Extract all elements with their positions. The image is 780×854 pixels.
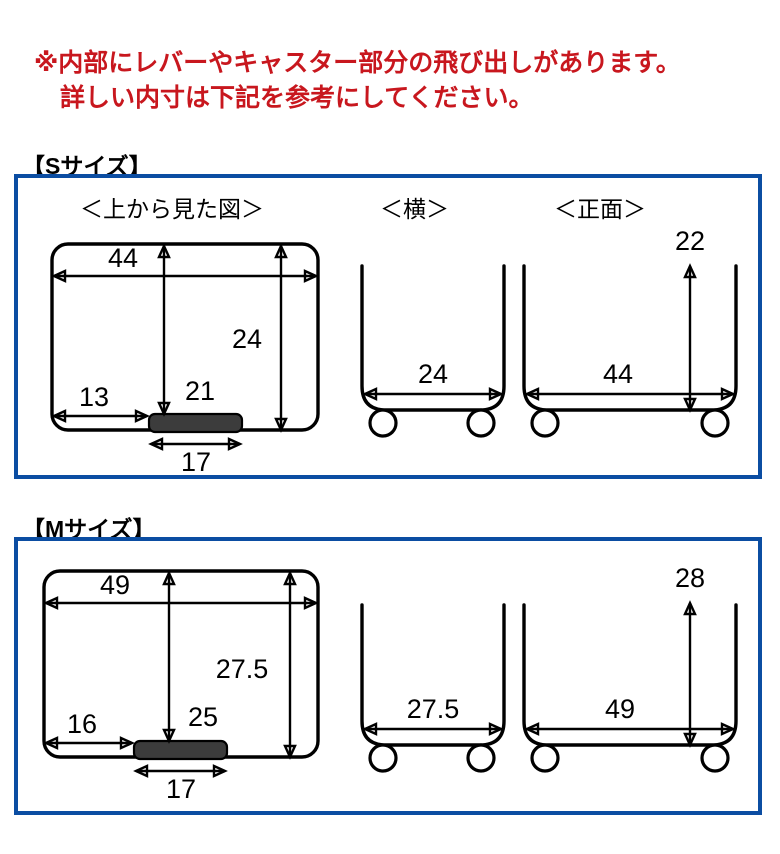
diagram-m-size: 49 27.5 25 16 xyxy=(42,563,738,804)
dim-label-left-clearance-s: 13 xyxy=(79,382,109,412)
dim-lever-width-17-m xyxy=(133,764,228,778)
dim-lever-width-17-s xyxy=(148,437,243,451)
side-view-s: 24 xyxy=(360,264,506,438)
dim-depth-24-s xyxy=(274,243,288,433)
top-view-m: 49 27.5 25 16 xyxy=(42,569,320,804)
dim-label-front-height-s: 22 xyxy=(675,226,705,256)
diagram-s-size: 44 24 21 13 xyxy=(50,226,738,477)
dim-width-49-m xyxy=(43,596,319,610)
wheel-side-right-s xyxy=(466,408,496,438)
wheel-front-left-s xyxy=(530,408,560,438)
wheel-side-left-m xyxy=(368,743,398,773)
case-outline-front-m xyxy=(522,603,738,747)
view-label-front-s: ＜正面＞ xyxy=(554,196,646,222)
front-view-m: 49 28 xyxy=(522,563,738,773)
dim-side-width-24-s xyxy=(362,387,504,401)
dim-front-width-49-m xyxy=(524,722,736,736)
dim-label-width-s: 44 xyxy=(108,243,138,273)
view-label-side-s: ＜横＞ xyxy=(380,196,449,222)
dim-front-width-44-s xyxy=(524,387,736,401)
dim-depth-275-m xyxy=(283,570,297,760)
dim-label-lever-clearance-m: 25 xyxy=(188,702,218,732)
dim-label-lever-width-m: 17 xyxy=(166,774,196,804)
dim-side-width-275-m xyxy=(362,722,504,736)
view-label-top-s: ＜上から見た図＞ xyxy=(80,196,264,222)
notice-text: ※内部にレバーやキャスター部分の飛び出しがあります。 詳しい内寸は下記を参考にし… xyxy=(0,46,780,115)
dim-label-front-height-m: 28 xyxy=(675,563,705,593)
dim-left-clearance-16-m xyxy=(43,736,135,750)
dim-label-left-clearance-m: 16 xyxy=(67,709,97,739)
case-outline-side-m xyxy=(360,603,506,747)
case-outline-front-s xyxy=(522,264,738,412)
lever-bar-s xyxy=(147,412,244,434)
dim-label-side-width-s: 24 xyxy=(418,359,448,389)
dim-label-lever-width-s: 17 xyxy=(181,447,211,477)
case-outline-side-s xyxy=(360,264,506,412)
dim-lever-clearance-25-m xyxy=(162,570,176,744)
dim-label-width-m: 49 xyxy=(100,570,130,600)
dim-front-height-28-m xyxy=(683,600,697,748)
side-view-m: 27.5 xyxy=(360,603,506,773)
front-view-s: 44 22 xyxy=(522,226,738,438)
wheel-side-right-m xyxy=(466,743,496,773)
dim-label-side-width-m: 27.5 xyxy=(407,694,460,724)
dim-label-depth-m: 27.5 xyxy=(216,654,269,684)
dim-left-clearance-13-s xyxy=(51,409,150,423)
wheel-side-left-s xyxy=(368,408,398,438)
top-view-s: 44 24 21 13 xyxy=(50,242,320,477)
dim-lever-clearance-21-s xyxy=(157,243,171,417)
panel-s-size: ＜上から見た図＞ ＜横＞ ＜正面＞ 44 24 xyxy=(14,174,762,479)
dim-label-lever-clearance-s: 21 xyxy=(185,376,215,406)
notice-line-2: 詳しい内寸は下記を参考にしてください。 xyxy=(60,83,534,112)
wheel-front-right-m xyxy=(700,743,730,773)
lever-bar-m xyxy=(132,739,229,761)
wheel-front-right-s xyxy=(700,408,730,438)
dim-width-44-s xyxy=(51,269,319,283)
dim-label-depth-s: 24 xyxy=(232,324,262,354)
dim-front-height-22-s xyxy=(683,263,697,413)
dim-label-front-width-m: 49 xyxy=(605,694,635,724)
panel-m-size: 49 27.5 25 16 xyxy=(14,537,762,815)
notice-line-1: ※内部にレバーやキャスター部分の飛び出しがあります。 xyxy=(34,49,681,77)
dim-label-front-width-s: 44 xyxy=(603,359,633,389)
wheel-front-left-m xyxy=(530,743,560,773)
